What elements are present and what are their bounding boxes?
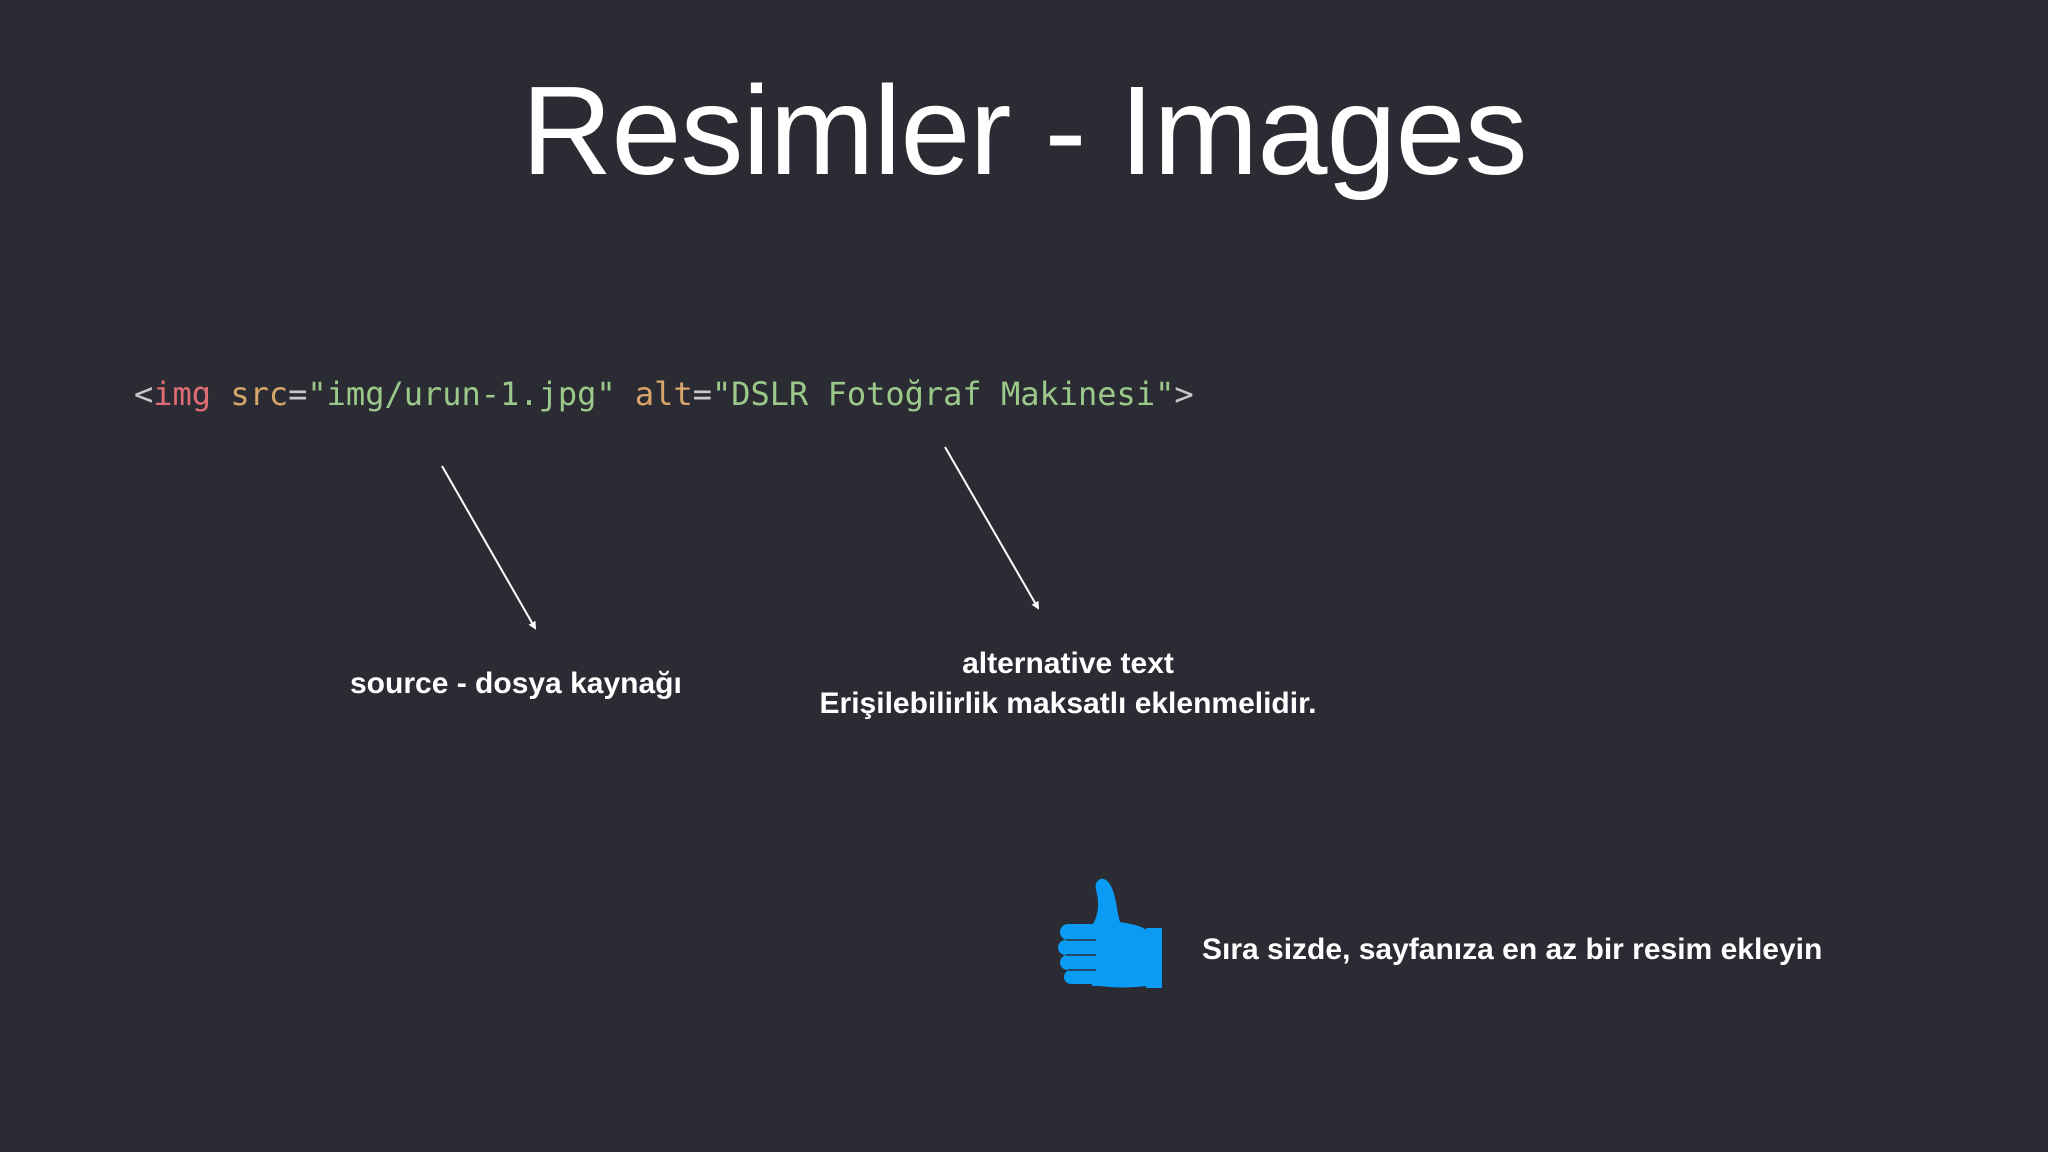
code-src-value: "img/urun-1.jpg" (307, 375, 616, 413)
code-close-bracket: > (1174, 375, 1194, 413)
code-open-bracket: < (134, 375, 154, 413)
code-space (211, 375, 230, 413)
code-snippet: <img src="img/urun-1.jpg" alt="DSLR Foto… (134, 372, 1194, 416)
code-alt-value: "DSLR Fotoğraf Makinesi" (711, 375, 1175, 413)
code-attr-src: src (230, 375, 289, 413)
src-arrow (441, 465, 536, 630)
code-attr-alt: alt (634, 375, 693, 413)
call-to-action-text: Sıra sizde, sayfanıza en az bir resim ek… (1202, 933, 1823, 966)
src-annotation-label: source - dosya kaynağı (350, 667, 682, 700)
alt-arrow (944, 446, 1040, 610)
alt-annotation-label: alternative text Erişilebilirlik maksatl… (776, 644, 1360, 724)
thumbs-up-icon (1058, 878, 1162, 988)
alt-annotation-line-1: alternative text (962, 647, 1174, 680)
code-space (616, 375, 635, 413)
code-tag-name: img (153, 375, 212, 413)
code-equals: = (692, 375, 712, 413)
alt-annotation-line-2: Erişilebilirlik maksatlı eklenmelidir. (819, 687, 1317, 720)
code-equals: = (288, 375, 308, 413)
slide-title: Resimler - Images (521, 60, 1527, 201)
